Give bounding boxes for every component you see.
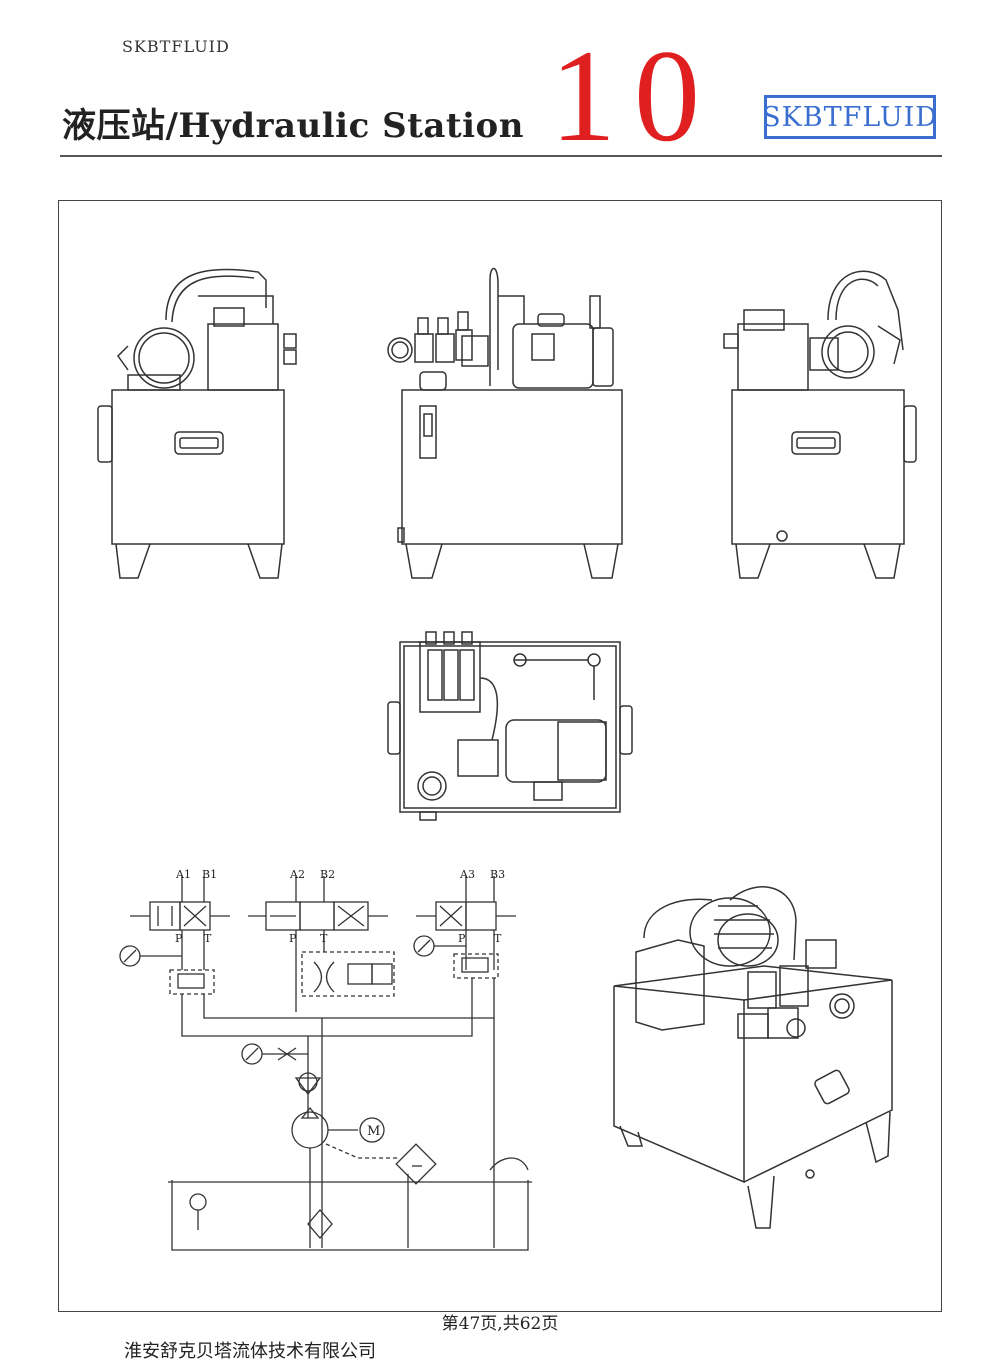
technical-drawing: A1 B1 A2 B2 A3 B3 P T P T P T M <box>97 267 917 1251</box>
port-label-b3: B3 <box>490 868 505 881</box>
port-label-a1: A1 <box>175 868 191 881</box>
page-title: 液压站/Hydraulic Station <box>62 106 524 146</box>
side-view-drawing <box>387 267 623 579</box>
valve3-p-label: P <box>458 932 466 945</box>
valve1-t-label: T <box>204 932 212 945</box>
rear-view-drawing <box>723 270 917 579</box>
hydraulic-schematic <box>119 876 532 1251</box>
drawing-frame <box>58 200 942 1312</box>
header-brand-text: SKBTFLUID <box>122 37 230 56</box>
port-label-b1: B1 <box>202 868 217 881</box>
port-label-a3: A3 <box>459 868 475 881</box>
valve2-p-label: P <box>289 932 297 945</box>
port-label-a2: A2 <box>289 868 305 881</box>
valve2-t-label: T <box>320 932 328 945</box>
valve1-p-label: P <box>175 932 183 945</box>
page-info: 第47页,共62页 <box>441 1314 559 1334</box>
top-view-drawing <box>387 631 633 821</box>
header-divider <box>60 155 942 157</box>
chapter-number: 10 <box>550 22 718 169</box>
front-view-drawing <box>97 268 297 579</box>
brand-logo-text: SKBTFLUID <box>762 101 938 133</box>
company-name: 淮安舒克贝塔流体技术有限公司 <box>124 1341 376 1362</box>
valve3-t-label: T <box>494 932 502 945</box>
motor-label: M <box>367 1124 380 1139</box>
brand-logo: SKBTFLUID <box>762 95 938 139</box>
isometric-view-drawing <box>613 886 893 1229</box>
schematic-labels: A1 B1 A2 B2 A3 B3 P T P T P T M <box>175 868 505 1139</box>
port-label-b2: B2 <box>320 868 335 881</box>
